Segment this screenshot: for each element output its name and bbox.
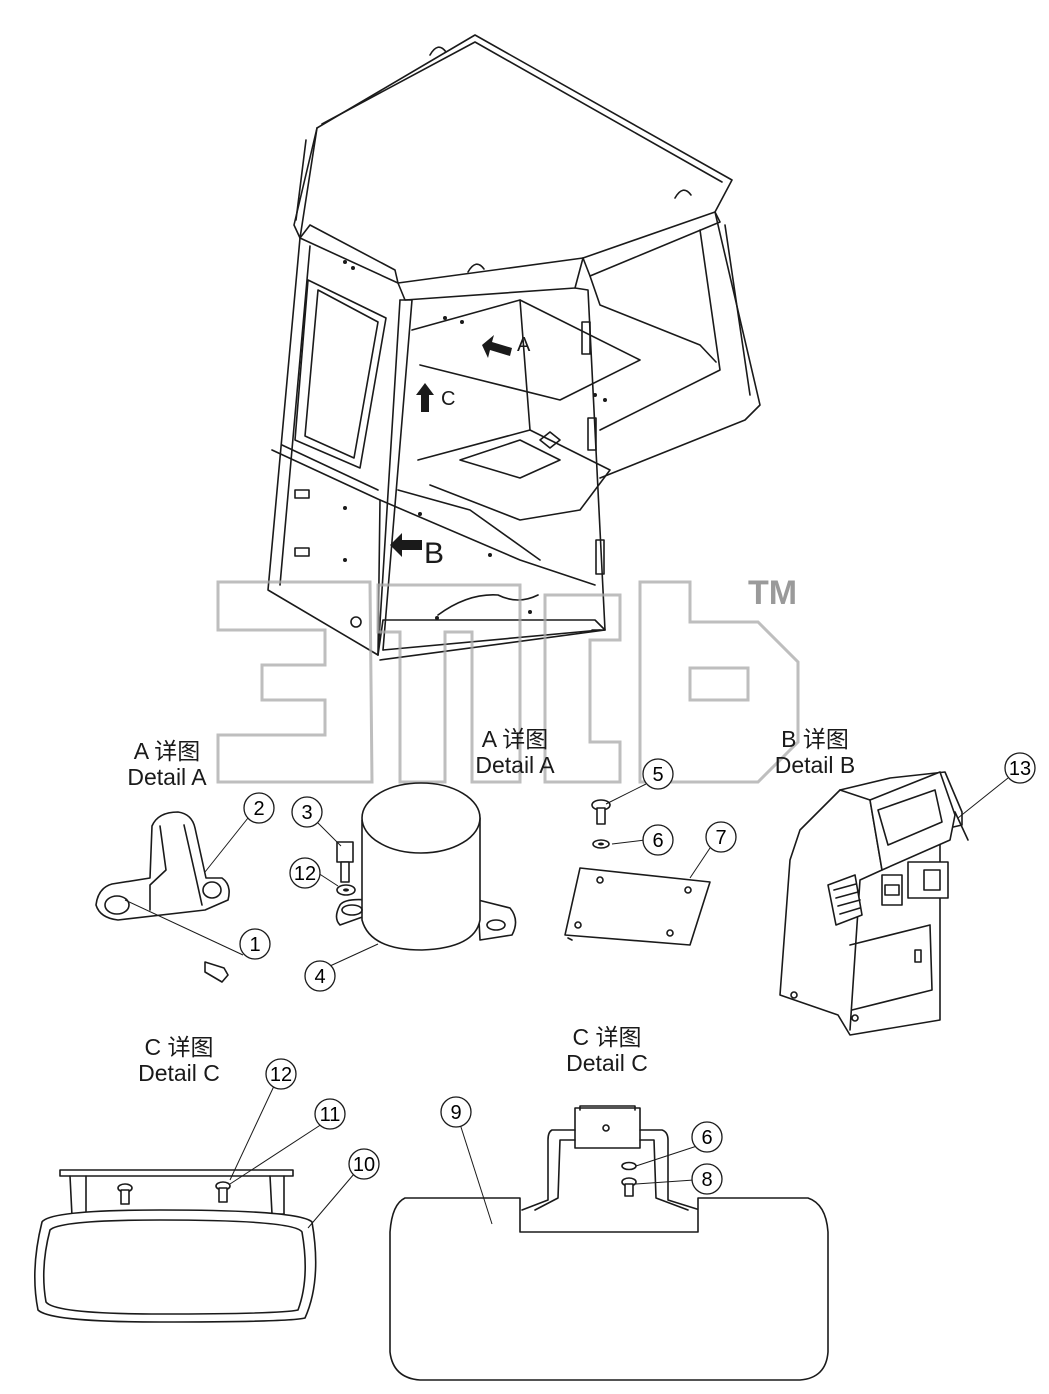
callout-10-number: 10 <box>353 1154 375 1176</box>
detail-b-en: Detail B <box>774 752 856 778</box>
callout-11: 11 <box>314 1098 346 1130</box>
detail-c-heading-left: C 详图 Detail C <box>124 1034 234 1086</box>
detail-a-cn-mid: A 详图 <box>481 726 549 752</box>
part-mirror-10 <box>34 1169 317 1323</box>
callout-13-number: 13 <box>1009 758 1031 780</box>
detail-b-heading: B 详图 Detail B <box>760 726 870 778</box>
callout-4: 4 <box>304 960 336 992</box>
callout-12a-number: 12 <box>294 863 316 885</box>
callout-7-number: 7 <box>715 827 726 849</box>
part-screw-left <box>117 1183 133 1205</box>
view-arrow-a <box>482 335 512 358</box>
part-screw-11 <box>215 1181 231 1203</box>
part-screw-8 <box>621 1177 637 1197</box>
callout-2-number: 2 <box>253 798 264 820</box>
callout-6b-number: 6 <box>701 1127 712 1149</box>
callout-9-number: 9 <box>450 1102 461 1124</box>
watermark-logo <box>216 580 800 784</box>
view-label-a: A <box>517 334 531 356</box>
detail-a-en-mid: Detail A <box>475 752 555 778</box>
part-console-13 <box>779 771 969 1036</box>
detail-c-en-right: Detail C <box>566 1050 648 1076</box>
detail-c-heading-right: C 详图 Detail C <box>552 1024 662 1076</box>
view-label-b: B <box>424 537 445 570</box>
view-arrow-c <box>416 383 434 412</box>
view-label-c: C <box>441 388 456 410</box>
view-arrow-b <box>390 533 422 557</box>
watermark-trademark: TM <box>748 574 798 612</box>
part-bracket-2 <box>95 811 230 921</box>
part-mirror-9 <box>389 1105 829 1381</box>
detail-c-en-left: Detail C <box>138 1060 220 1086</box>
callout-5: 5 <box>642 758 674 790</box>
callout-6a: 6 <box>642 824 674 856</box>
part-washer-12a <box>336 884 356 896</box>
callout-5-number: 5 <box>652 764 663 786</box>
callout-2: 2 <box>243 792 275 824</box>
detail-c-cn-left: C 详图 <box>144 1034 214 1060</box>
callout-10: 10 <box>348 1148 380 1180</box>
callout-8-number: 8 <box>701 1169 712 1191</box>
callout-3: 3 <box>291 796 323 828</box>
detail-a-cn-left: A 详图 <box>133 738 201 764</box>
callout-9: 9 <box>440 1096 472 1128</box>
callout-12b-number: 12 <box>270 1064 292 1086</box>
detail-c-cn-right: C 详图 <box>572 1024 642 1050</box>
part-washer-6a <box>592 839 610 849</box>
callout-6b: 6 <box>691 1121 723 1153</box>
callouts <box>124 777 1009 1229</box>
detail-a-en-left: Detail A <box>127 764 207 790</box>
callout-4-number: 4 <box>314 966 325 988</box>
callout-1-number: 1 <box>249 934 260 956</box>
detail-a-heading-mid: A 详图 Detail A <box>460 726 570 778</box>
callout-1: 1 <box>239 928 271 960</box>
callout-12b: 12 <box>265 1058 297 1090</box>
callout-13: 13 <box>1004 752 1036 784</box>
detail-b-cn: B 详图 <box>781 726 849 752</box>
part-plate-7 <box>564 867 711 946</box>
callout-8: 8 <box>691 1163 723 1195</box>
part-pin-1 <box>204 961 229 983</box>
detail-a-heading-left: A 详图 Detail A <box>112 738 222 790</box>
cab-assembly <box>267 34 761 661</box>
callout-11-number: 11 <box>320 1104 341 1126</box>
callout-6a-number: 6 <box>652 830 663 852</box>
part-tank-4 <box>335 782 517 951</box>
part-screw-5 <box>591 799 611 825</box>
part-bolt-3 <box>336 841 354 883</box>
callout-12a: 12 <box>289 857 321 889</box>
callout-7: 7 <box>705 821 737 853</box>
callout-3-number: 3 <box>301 802 312 824</box>
